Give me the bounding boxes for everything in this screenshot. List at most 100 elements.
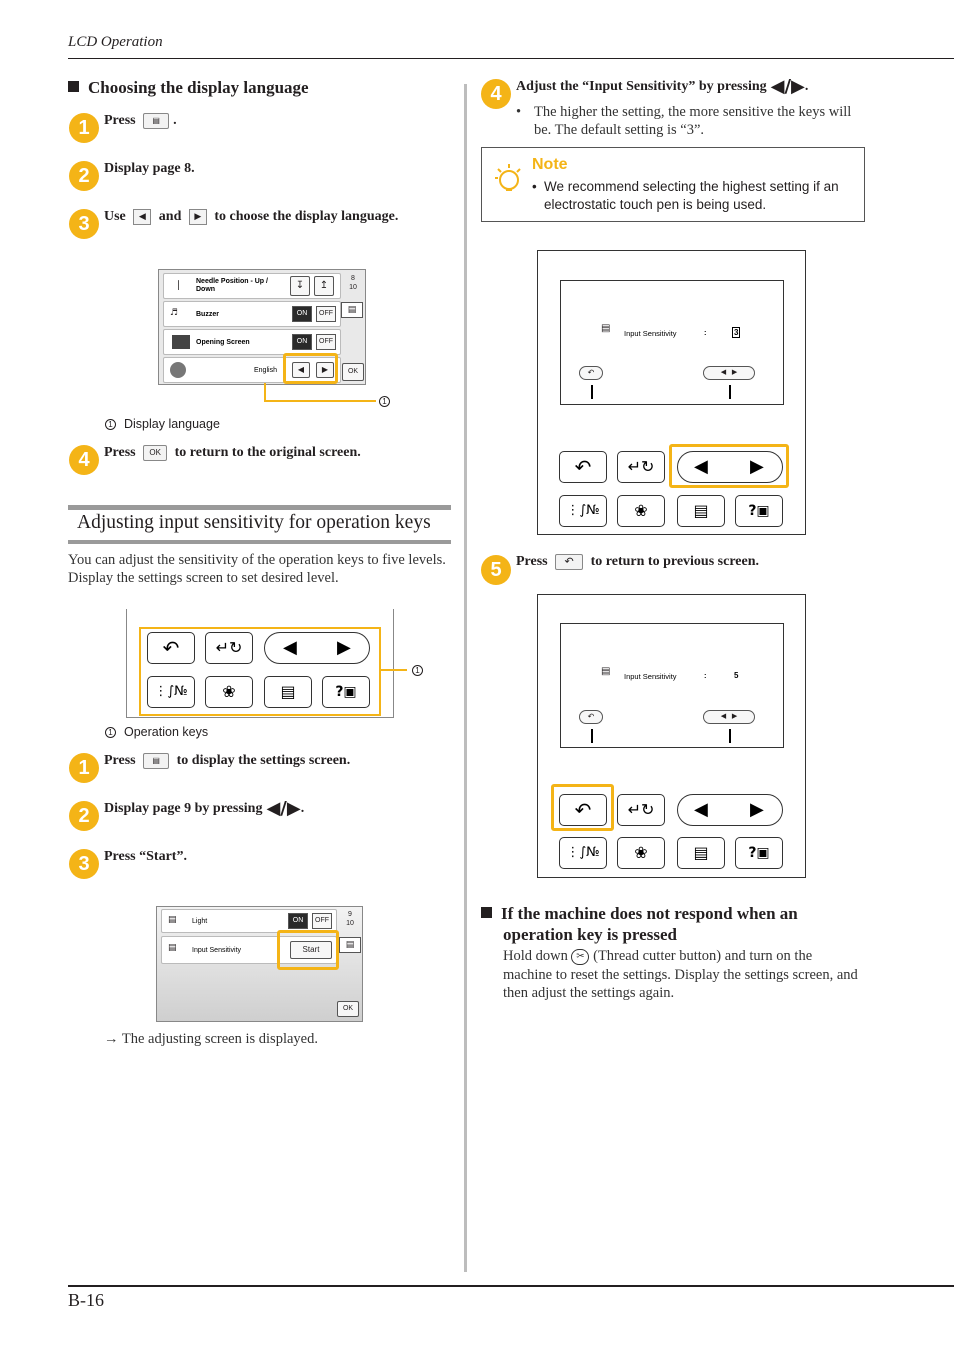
arrow-right-icon: →	[104, 1031, 119, 1047]
return-step: Press ↶ to return to previous screen.	[516, 553, 759, 571]
ok-button[interactable]: OK	[342, 363, 364, 381]
right-arrow-key[interactable]: ▶	[750, 456, 764, 477]
needle-position-key[interactable]: ↵↻	[205, 632, 253, 664]
settings-key-icon: ▤	[143, 752, 170, 769]
buzzer-off-button[interactable]: OFF	[316, 306, 336, 322]
needle-down-button[interactable]: ↧	[290, 276, 310, 296]
globe-icon	[170, 362, 186, 378]
utility-stitch-key[interactable]: ⋮∫№	[559, 495, 607, 527]
no-response-heading: If the machine does not respond when an	[481, 903, 798, 924]
sens-step3: Press “Start”.	[104, 849, 187, 864]
right-arrow-key[interactable]: ▶	[337, 637, 351, 658]
left-arrow-key[interactable]: ◀	[283, 637, 297, 658]
page-total: 10	[346, 920, 354, 927]
lang-heading-text: Choosing the display language	[88, 78, 309, 97]
step-text: .	[804, 79, 809, 95]
needle-position-key[interactable]: ↵↻	[617, 451, 665, 483]
settings-key[interactable]: ▤	[677, 495, 725, 527]
caption-number: 1	[105, 419, 116, 430]
embroidery-key[interactable]: ❀	[617, 495, 665, 527]
step-text: Press	[104, 753, 136, 768]
adjust-bullet: •The higher the setting, the more sensit…	[516, 104, 856, 139]
section-band-top	[68, 505, 451, 510]
running-head: LCD Operation	[68, 34, 163, 50]
value-arrows[interactable]: ◀ ▶	[703, 366, 755, 380]
operation-keys-highlight	[139, 627, 381, 716]
square-bullet-icon	[68, 81, 79, 92]
needle-row-label: Needle Position - Up / Down	[196, 278, 268, 293]
back-icon[interactable]: ↶	[579, 366, 603, 380]
left-right-arrows-icon: ◀/▶	[770, 76, 805, 97]
needle-position-key[interactable]: ↵↻	[617, 794, 665, 826]
buzzer-icon: ♬	[170, 308, 179, 318]
light-off-button[interactable]: OFF	[312, 913, 332, 929]
embroidery-key[interactable]: ❀	[205, 676, 253, 708]
utility-stitch-key[interactable]: ⋮∫№	[559, 837, 607, 869]
sensitivity-row: ▤ Input Sensitivity Start	[161, 936, 337, 964]
start-button[interactable]: Start	[290, 941, 332, 959]
light-row: ▤ Light ON OFF	[161, 909, 337, 933]
step-number: 3	[69, 849, 99, 879]
buzzer-on-button[interactable]: ON	[292, 306, 312, 322]
ok-button[interactable]: OK	[337, 1001, 359, 1017]
caption-text: Display language	[124, 417, 220, 431]
step-number: 4	[69, 445, 99, 475]
page-num: 8	[351, 275, 355, 282]
step-text: .	[173, 113, 177, 128]
step-text: .	[300, 801, 305, 817]
lang-step3: Use ◀ and ▶ to choose the display langua…	[104, 208, 398, 226]
caption-text: Operation keys	[124, 725, 209, 739]
callout-number: 1	[379, 396, 390, 407]
left-arrow-key-icon: ◀	[133, 208, 152, 225]
callout-line	[264, 400, 376, 402]
bullet-text: The higher the setting, the more sensiti…	[534, 104, 852, 138]
help-key[interactable]: ?▣	[735, 495, 783, 527]
left-arrow-key[interactable]: ◀	[694, 799, 708, 820]
utility-stitch-key[interactable]: ⋮∫№	[147, 676, 195, 708]
light-on-button[interactable]: ON	[288, 913, 308, 929]
right-arrow-key-icon: ▶	[188, 208, 207, 225]
result-text: → The adjusting screen is displayed.	[104, 1031, 318, 1049]
left-arrow-key[interactable]: ◀	[694, 456, 708, 477]
embroidery-key[interactable]: ❀	[617, 837, 665, 869]
opening-off-button[interactable]: OFF	[316, 334, 336, 350]
settings-key[interactable]: ▤	[677, 837, 725, 869]
screen-icon	[172, 335, 190, 349]
step-text: Press	[104, 113, 136, 128]
step-text: Use	[104, 209, 126, 224]
opening-on-button[interactable]: ON	[292, 334, 312, 350]
note-title: Note	[532, 156, 568, 173]
start-highlight	[277, 930, 339, 970]
back-key[interactable]: ↶	[147, 632, 195, 664]
step-number: 2	[69, 161, 99, 191]
result-label: The adjusting screen is displayed.	[121, 1031, 318, 1047]
sensitivity-value: 5	[734, 671, 739, 680]
page-number: B-16	[68, 1290, 104, 1310]
footer-rule	[68, 1285, 954, 1287]
needle-up-button[interactable]: ↥	[314, 276, 334, 296]
back-icon[interactable]: ↶	[579, 710, 603, 724]
page-total: 10	[349, 284, 357, 291]
value-arrows[interactable]: ◀ ▶	[703, 710, 755, 724]
text-part: (Thread cutter button) and turn on the m…	[503, 948, 858, 1001]
caption-number: 1	[105, 727, 116, 738]
step-number: 5	[481, 555, 511, 585]
help-key[interactable]: ?▣	[735, 837, 783, 869]
step-number: 1	[69, 113, 99, 143]
sensitivity-label: Input Sensitivity	[624, 672, 677, 681]
back-key[interactable]: ↶	[559, 451, 607, 483]
sensitivity-value: 3	[732, 327, 741, 338]
right-arrow-key[interactable]: ▶	[750, 799, 764, 820]
language-prev-button[interactable]: ◀	[292, 362, 310, 378]
lang-step1: Press ▤.	[104, 112, 177, 130]
help-key[interactable]: ?▣	[322, 676, 370, 708]
language-next-button[interactable]: ▶	[316, 362, 334, 378]
language-row: English ◀ ▶	[163, 357, 341, 383]
left-right-arrows-icon: ◀/▶	[266, 798, 301, 819]
back-key[interactable]: ↶	[559, 794, 607, 826]
colon: :	[704, 328, 707, 337]
settings-key[interactable]: ▤	[264, 676, 312, 708]
sensitivity-screen-a: ▤ Input Sensitivity : 3 ↶ ◀ ▶ ↶ ↵↻ ◀ ▶ ⋮…	[537, 250, 806, 535]
section-band-bottom	[68, 540, 451, 544]
